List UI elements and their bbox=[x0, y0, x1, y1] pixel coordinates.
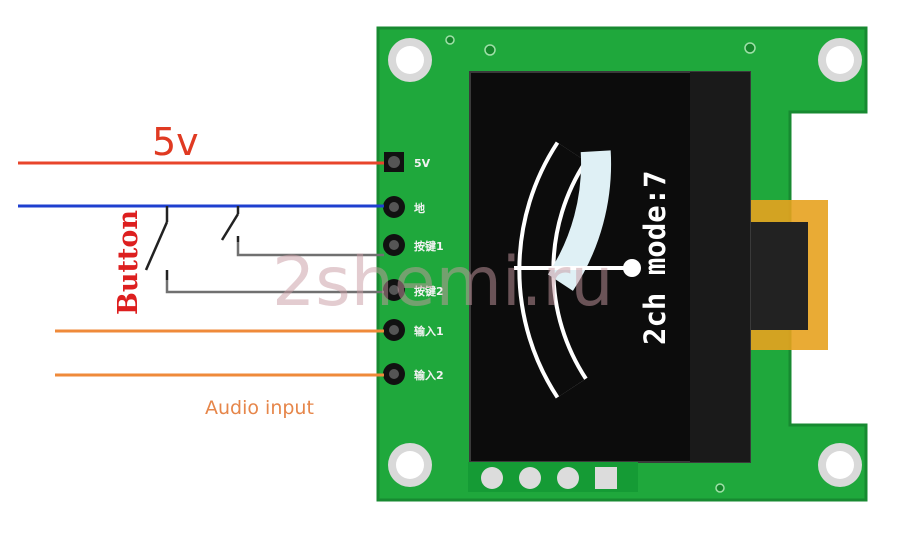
pin-label: 按键2 bbox=[414, 284, 444, 298]
via bbox=[445, 35, 455, 45]
meter-needle-pivot bbox=[623, 259, 641, 277]
oled-mode-text: 2ch mode:7 bbox=[638, 170, 672, 345]
pin-button-2: 按键2 bbox=[383, 279, 444, 301]
mounting-hole bbox=[388, 38, 432, 82]
button-switch-1 bbox=[144, 206, 169, 280]
pin-label: 5V bbox=[414, 157, 431, 170]
label-5v: 5v bbox=[152, 120, 199, 164]
pin-5v: 5V bbox=[384, 152, 431, 172]
oled-edge bbox=[690, 72, 750, 462]
via bbox=[744, 42, 756, 54]
bottom-connector bbox=[468, 462, 638, 492]
label-button: Button bbox=[113, 210, 144, 315]
pin-input-2: 输入2 bbox=[383, 363, 444, 385]
pcb-board bbox=[376, 26, 868, 502]
pin-gnd: 地 bbox=[383, 196, 425, 218]
watermark-text: 2shemi.ru bbox=[272, 243, 613, 322]
pin-button-1: 按键1 bbox=[383, 234, 444, 256]
wire-button-1 bbox=[236, 242, 384, 257]
mounting-hole bbox=[818, 443, 862, 487]
header-pins: 5V 地 按键1 按键2 输入1 输入2 bbox=[383, 152, 444, 385]
button-switch-2 bbox=[220, 206, 240, 242]
oled-meter bbox=[514, 141, 641, 399]
via bbox=[715, 483, 725, 493]
pin-label: 输入2 bbox=[414, 368, 444, 382]
mounting-hole bbox=[388, 443, 432, 487]
pin-label: 按键1 bbox=[414, 239, 444, 253]
wires bbox=[18, 161, 384, 377]
pin-label: 地 bbox=[414, 201, 425, 215]
label-audio-input: Audio input bbox=[205, 397, 314, 419]
pin-label: 输入1 bbox=[414, 324, 444, 338]
via bbox=[484, 44, 496, 56]
flex-cable-dark bbox=[748, 222, 808, 330]
wire-button-2 bbox=[165, 280, 384, 294]
mounting-hole bbox=[818, 38, 862, 82]
pin-input-1: 输入1 bbox=[383, 319, 444, 341]
